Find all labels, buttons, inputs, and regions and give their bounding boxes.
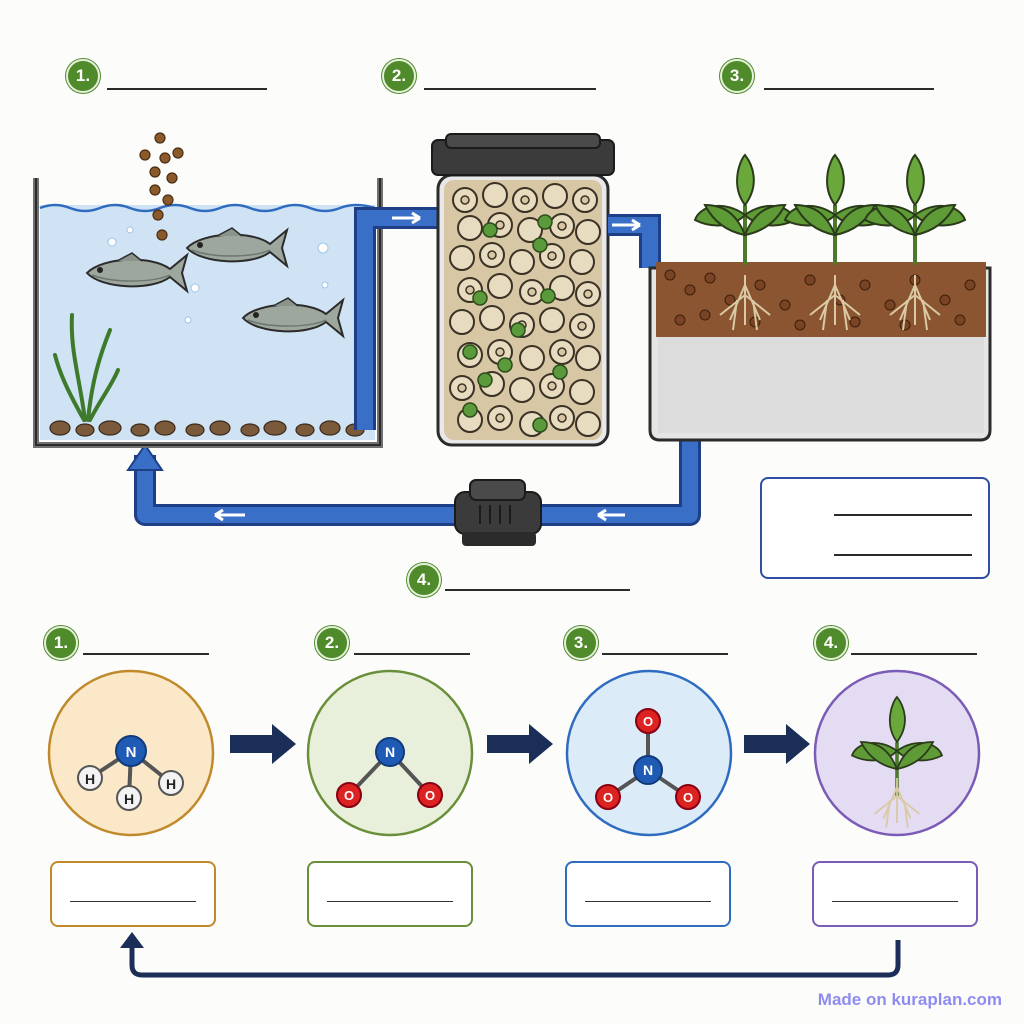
svg-text:O: O [344,788,354,803]
svg-text:O: O [683,790,693,805]
arrow-icon [120,932,144,948]
cycle-blank-3[interactable] [602,653,728,655]
cycle-arrows [230,724,810,764]
pipe-to-growbed [608,214,661,268]
pump-icon [454,479,542,546]
biofilter [431,133,615,447]
legend [760,477,990,579]
answer-box-nitrite[interactable] [307,861,473,927]
label-badge-4: 4. [407,563,441,597]
arrow-icon [744,724,810,764]
cycle-plant [813,669,981,837]
answer-box-nitrate[interactable] [565,861,731,927]
cycle-blank-1[interactable] [83,653,209,655]
svg-text:N: N [126,744,137,761]
cycle-blank-2[interactable] [354,653,470,655]
answer-line [327,901,453,902]
answer-box-plant[interactable] [812,861,978,927]
svg-text:H: H [85,771,95,787]
label-badge-2: 2. [382,59,416,93]
arrow-icon [230,724,296,764]
answer-blank-4[interactable] [445,589,630,591]
svg-text:O: O [425,788,435,803]
fish-food [139,132,184,241]
cycle-badge-4: 4. [814,626,848,660]
answer-box-ammonia[interactable] [50,861,216,927]
bacteria-dots [462,214,568,433]
cycle-nitrite: N O O [306,669,474,837]
arrow-icon [126,443,164,471]
cycle-badge-2: 2. [315,626,349,660]
answer-line [585,901,711,902]
fish-tank [33,178,383,448]
svg-text:H: H [124,791,134,807]
plant-icon [863,153,967,267]
answer-blank-2[interactable] [424,88,596,90]
cycle-nitrate: N O O O [565,669,733,837]
answer-blank-3[interactable] [764,88,934,90]
answer-line [832,901,958,902]
return-pipe [126,440,701,526]
cycle-badge-1: 1. [44,626,78,660]
label-badge-1: 1. [66,59,100,93]
answer-line [70,901,196,902]
answer-blank-1[interactable] [107,88,267,90]
svg-text:H: H [166,776,176,792]
watermark: Made on kuraplan.com [817,990,1002,1009]
svg-text:O: O [603,790,613,805]
svg-text:N: N [385,744,395,760]
plant-icon [783,153,887,267]
svg-text:N: N [643,762,653,778]
grow-bed [648,153,992,442]
legend-blank-bacteria[interactable] [834,554,972,556]
label-badge-3: 3. [720,59,754,93]
cycle-blank-4[interactable] [851,653,977,655]
legend-blank-water-flow[interactable] [834,514,972,516]
plant-icon [693,153,797,267]
pipe-to-filter [354,207,438,430]
svg-text:O: O [643,714,653,729]
feedback-arrow [120,932,901,978]
arrow-icon [487,724,553,764]
cycle-badge-3: 3. [564,626,598,660]
cycle-ammonia: N H H H [47,669,215,837]
